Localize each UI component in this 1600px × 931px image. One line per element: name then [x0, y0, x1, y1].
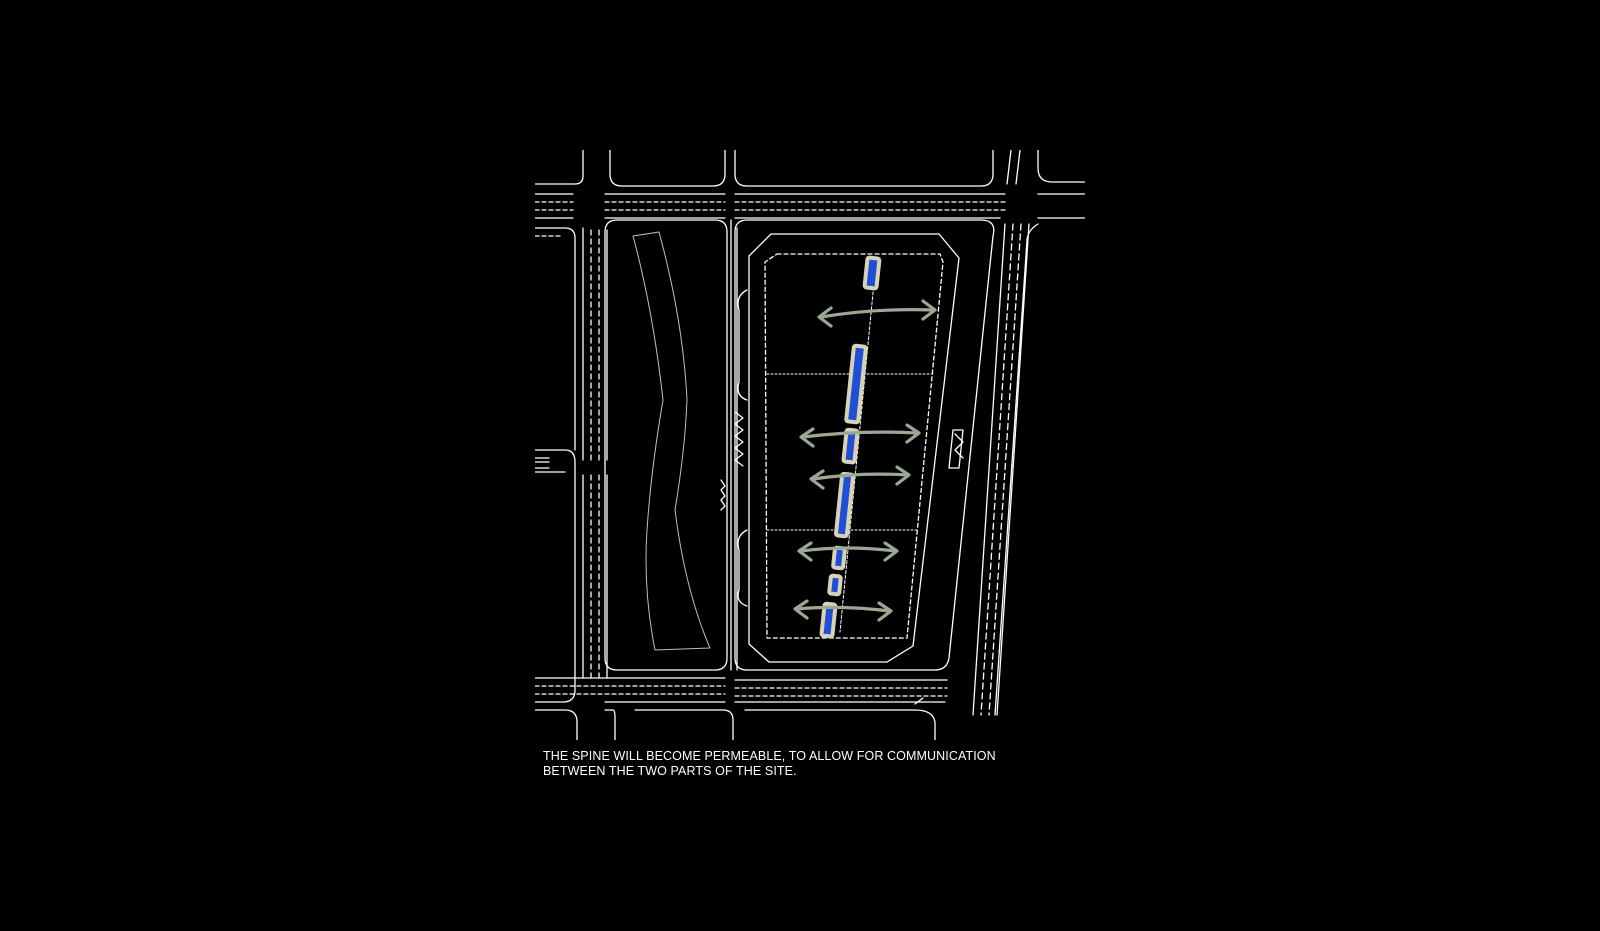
spine-building-3 — [841, 427, 860, 465]
site-plan-diagram — [535, 150, 1085, 740]
caption-line-2: BETWEEN THE TWO PARTS OF THE SITE. — [543, 764, 797, 778]
right-road — [948, 223, 1039, 716]
top-road — [535, 150, 1085, 451]
caption-line-1: THE SPINE WILL BECOME PERMEABLE, TO ALLO… — [543, 749, 996, 763]
west-block — [604, 219, 728, 671]
spine-building-5 — [831, 545, 847, 571]
left-road — [535, 227, 608, 703]
east-block — [734, 219, 995, 671]
spine-building-6 — [827, 573, 843, 597]
permeability-arrows — [793, 299, 937, 622]
spine-building-2 — [844, 343, 868, 425]
median — [720, 219, 748, 671]
arrow-1 — [817, 299, 937, 328]
bottom-road — [535, 677, 948, 740]
spine-buildings — [819, 255, 882, 639]
site-boundary — [748, 233, 960, 663]
spine-building-1 — [862, 255, 882, 291]
diagram-caption: THE SPINE WILL BECOME PERMEABLE, TO ALLO… — [543, 749, 1063, 779]
arrow-5 — [793, 599, 893, 622]
arrow-4 — [797, 541, 899, 562]
arrow-3 — [809, 465, 911, 490]
arrow-2 — [799, 423, 921, 448]
crescent-park — [632, 231, 711, 651]
spine-building-7 — [819, 601, 838, 639]
spine-zone — [764, 253, 944, 639]
